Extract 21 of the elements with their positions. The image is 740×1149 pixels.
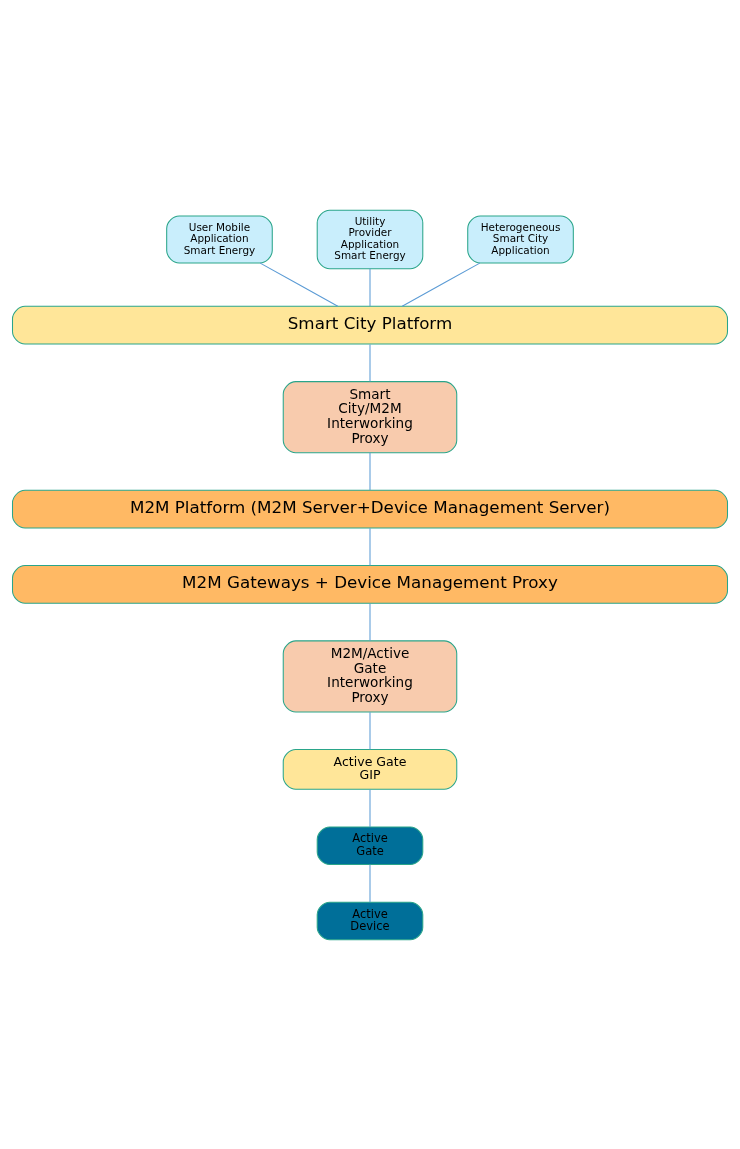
node-box: M2M/Active Gate Interworking Proxy (282, 639, 458, 712)
node-box: Utility Provider Application Smart Energy (316, 209, 424, 269)
connector (369, 711, 371, 750)
node-box: Active Gate (316, 825, 424, 865)
connector (369, 602, 371, 641)
node-box: Active Gate GIP (282, 748, 458, 790)
connector (369, 527, 371, 566)
node-box: M2M Platform (M2M Server+Device Management Server) (11, 489, 729, 528)
connector (369, 788, 371, 827)
node-box: Active Device (316, 901, 424, 940)
node-box: User Mobile Application Smart Energy (166, 214, 273, 263)
connector (369, 451, 371, 490)
node-box: Heterogeneous Smart City Application (467, 214, 574, 263)
node-box: M2M Gateways + Device Management Proxy (11, 564, 729, 604)
node-box: Smart City Platform (11, 305, 729, 344)
connector (369, 343, 371, 382)
node-box: Smart City/M2M Interworking Proxy (282, 380, 458, 453)
connector (401, 262, 481, 307)
connector (369, 267, 371, 307)
connector (259, 262, 339, 307)
connector (369, 863, 371, 903)
